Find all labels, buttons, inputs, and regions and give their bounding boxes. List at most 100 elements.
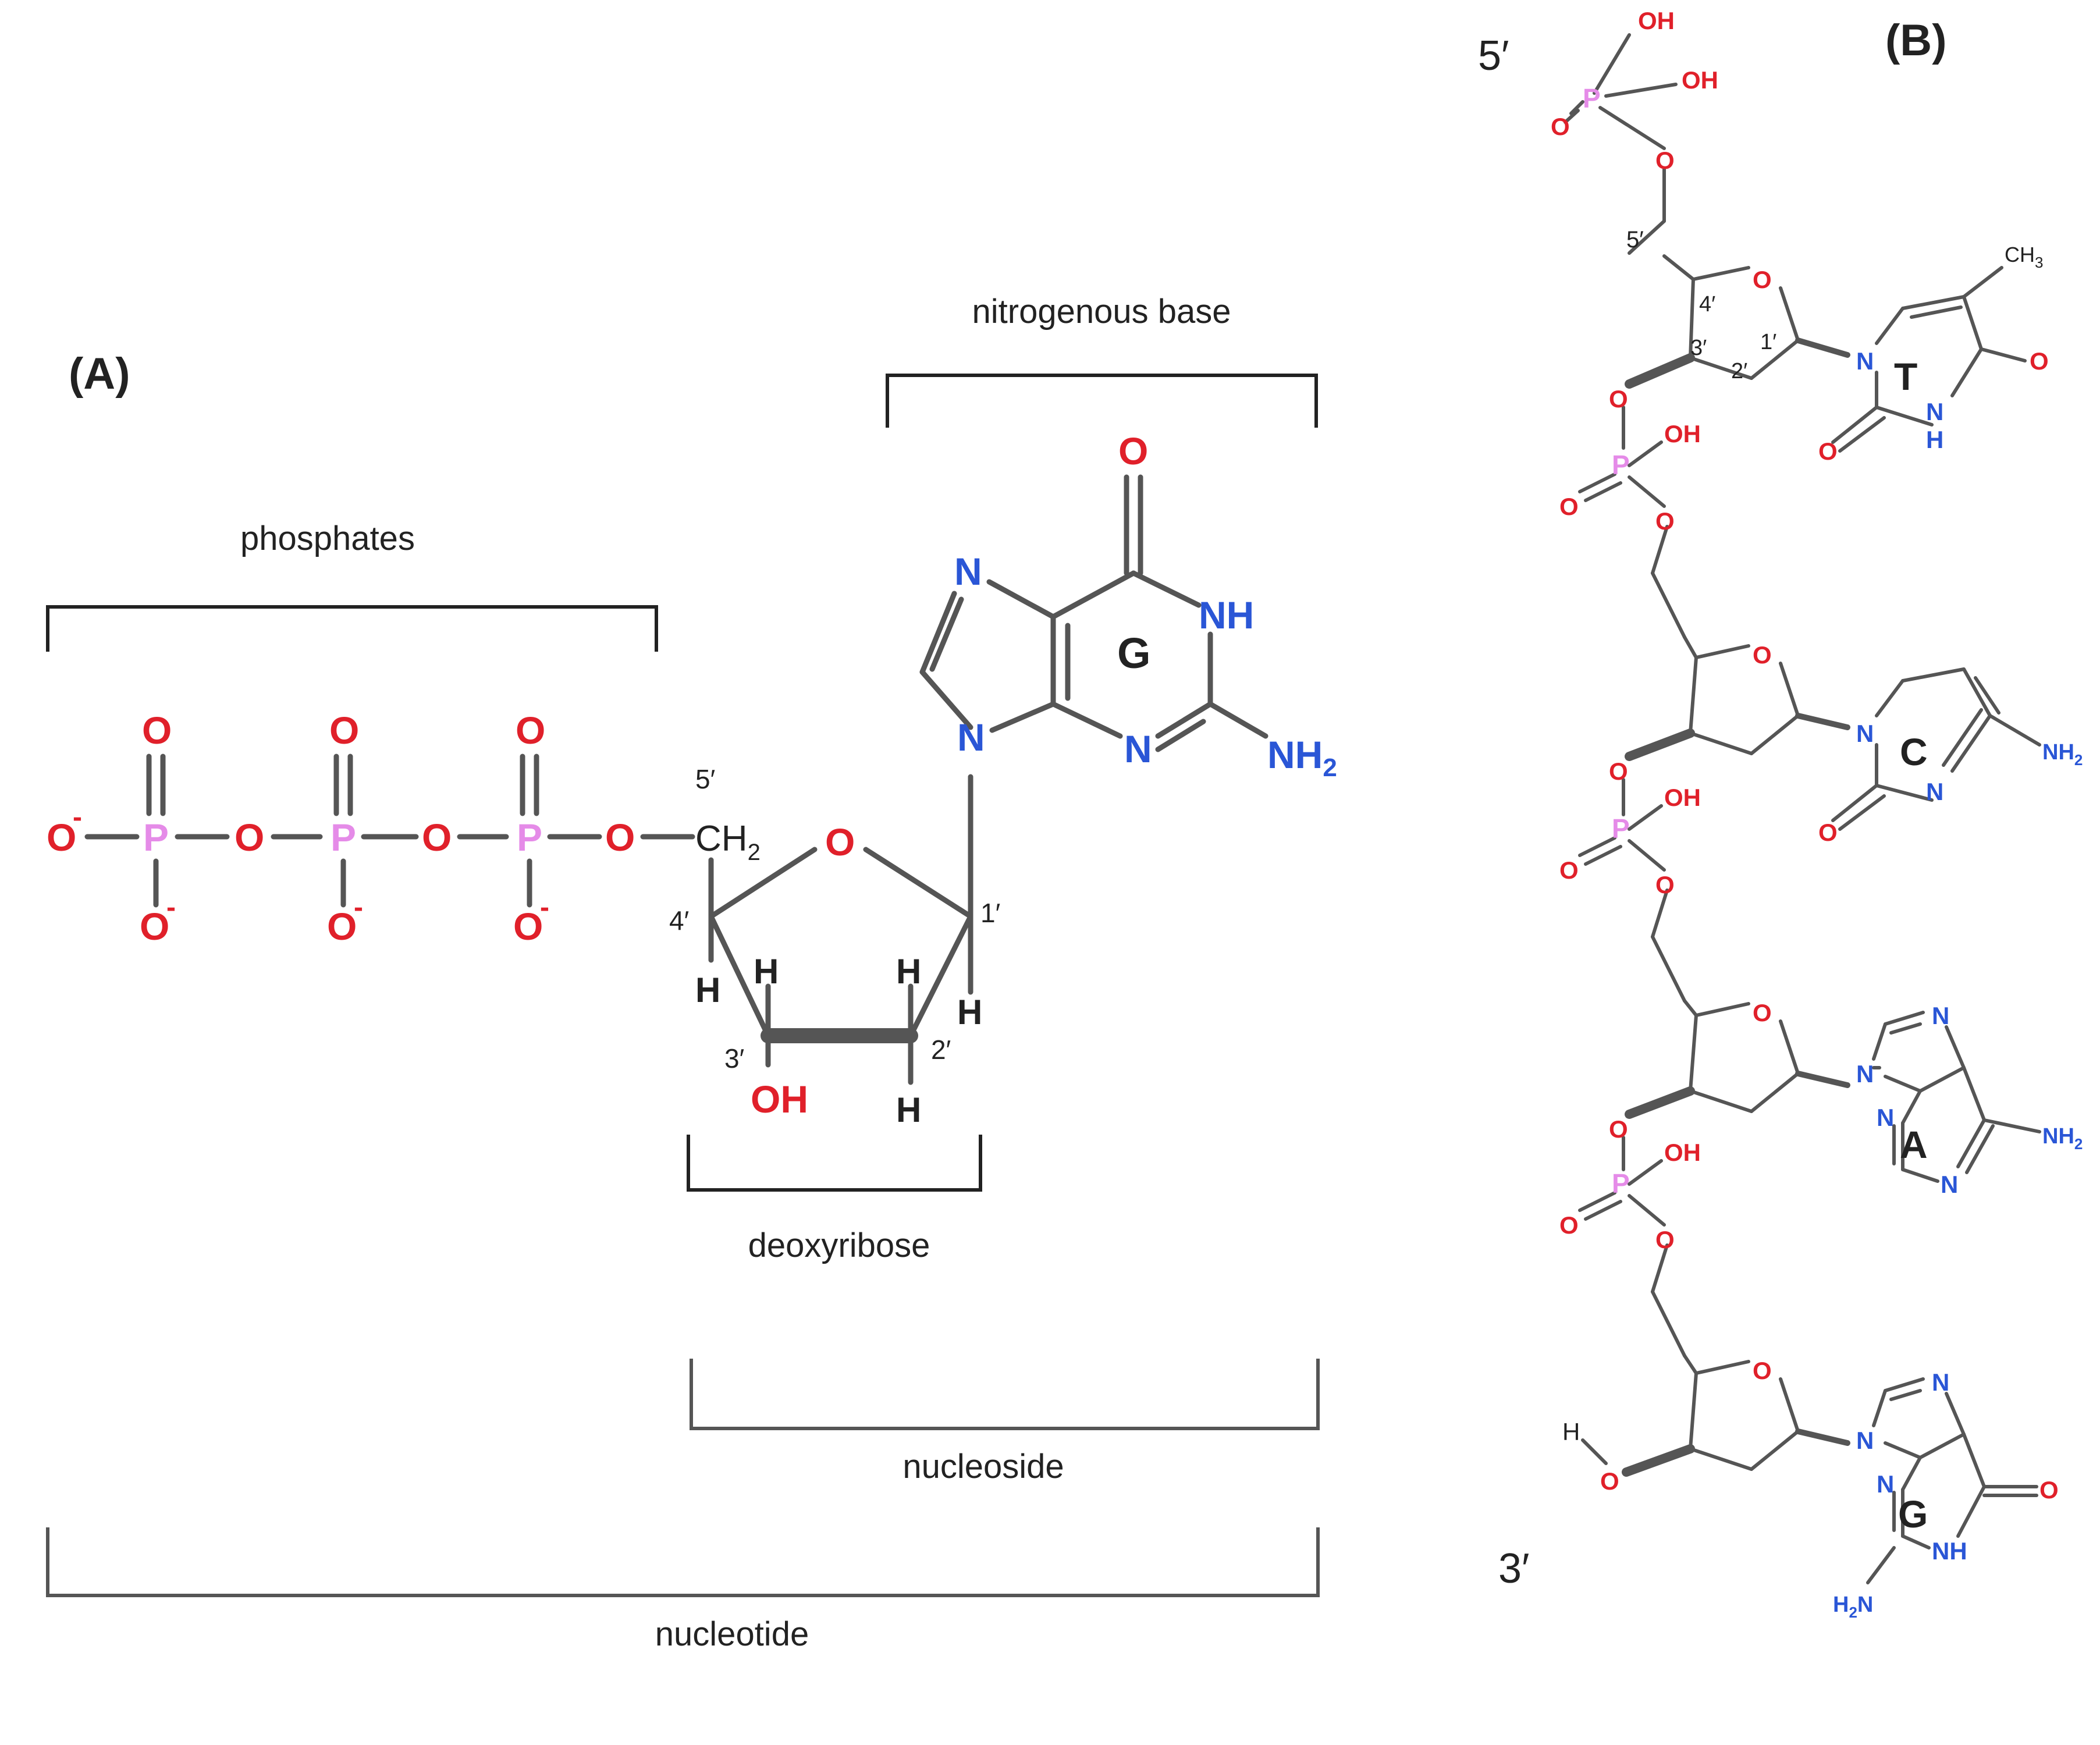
n7: N <box>954 550 982 593</box>
n1-h: NH <box>1199 593 1254 637</box>
a-n9: N <box>1856 1060 1874 1087</box>
nucleotide-label: nucleotide <box>655 1615 809 1653</box>
o-bridge-1: O <box>234 816 264 859</box>
o-double-2: O <box>329 709 359 752</box>
guanine-atoms: N N N NH O NH2 G <box>954 429 1337 782</box>
h-1prime: H <box>957 993 982 1032</box>
b-pos-4prime: 4′ <box>1699 292 1715 317</box>
h-2prime-down: H <box>896 1090 921 1129</box>
g-amino: H2N <box>1833 1593 1873 1621</box>
p-link-1: P <box>1612 450 1630 480</box>
p-link-2: P <box>1612 813 1630 844</box>
o-3prime-terminal: O <box>1600 1467 1619 1495</box>
terminal-phosphate: P OH OH O O 5′ <box>1551 7 1718 255</box>
o-bridge-2: O <box>422 816 452 859</box>
unit-t: O 4′ 3′ 2′ 1′ N N H O O CH3 T <box>1625 243 2049 465</box>
oh-link-2: OH <box>1664 784 1701 811</box>
o-link-2b: O <box>1655 871 1675 898</box>
ring-o-3: O <box>1753 999 1772 1026</box>
pos-2prime: 2′ <box>931 1035 951 1065</box>
pos-4prime: 4′ <box>669 905 689 936</box>
o-minus-3: O <box>513 905 543 948</box>
o-link-3a: O <box>1609 1115 1628 1143</box>
pos-3prime: 3′ <box>724 1043 744 1074</box>
ring-o-2: O <box>1753 641 1772 669</box>
t-o2: O <box>1818 438 1838 465</box>
panel-a-label: (A) <box>69 349 130 399</box>
o-link-1b: O <box>1655 507 1675 535</box>
t-n3-h-h: H <box>1926 426 1943 453</box>
p-link-3: P <box>1612 1168 1630 1199</box>
end-5prime: 5′ <box>1478 33 1509 79</box>
panel-b: (B) 5′ 3′ P OH OH O O 5′ <box>1478 7 2083 1621</box>
triphosphate-atoms: O - P O O - O P O O - O P O O - O <box>47 709 635 948</box>
h-3prime-terminal: H <box>1562 1418 1580 1445</box>
o-link-2a: O <box>1609 758 1628 785</box>
oh-terminal-2: OH <box>1682 66 1718 94</box>
nitrogenous-base-label: nitrogenous base <box>972 293 1231 330</box>
phosphate-linker-1: O P OH O O <box>1559 385 1701 639</box>
c-n3: N <box>1926 778 1943 805</box>
unit-a: O N N N N NH2 A <box>1625 999 2083 1198</box>
o-double-3: O <box>516 709 545 752</box>
t-n1: N <box>1856 347 1874 375</box>
nitrogenous-base-bracket: nitrogenous base <box>886 293 1318 428</box>
pos-1prime: 1′ <box>980 898 1000 928</box>
p-terminal: P <box>1583 83 1601 113</box>
a-n7: N <box>1932 1002 1949 1029</box>
o-minus-2: O <box>327 905 357 948</box>
minus-sign-1: - <box>166 892 176 923</box>
base-letter-t: T <box>1894 355 1917 398</box>
amino-group: NH2 <box>1267 733 1337 782</box>
o-double-link-1: O <box>1559 493 1579 520</box>
panel-a: (A) phosphates nitrogenous base deoxyrib… <box>46 293 1337 1653</box>
o-minus-1: O <box>140 905 169 948</box>
g-n7: N <box>1932 1369 1949 1396</box>
end-3prime: 3′ <box>1498 1545 1530 1592</box>
unit-c: O N N O NH2 C <box>1625 635 2083 846</box>
g-o6: O <box>2039 1476 2059 1504</box>
nucleotide-bracket: nucleotide <box>46 1527 1320 1653</box>
unit-g: O O H N N N NH O H2N G <box>1562 1354 2059 1621</box>
h-3prime: H <box>754 952 779 991</box>
b-pos-5prime: 5′ <box>1626 227 1644 253</box>
g-n1-h: NH <box>1932 1537 1967 1565</box>
pos-5prime: 5′ <box>695 764 715 794</box>
minus-sign-2: - <box>354 892 363 923</box>
ring-o-4: O <box>1753 1357 1772 1384</box>
phosphates-bracket: phosphates <box>46 520 658 652</box>
base-letter-g-b: G <box>1898 1492 1928 1536</box>
ring-oxygen: O <box>825 820 855 863</box>
o-double-link-2: O <box>1559 856 1579 884</box>
phosphates-label: phosphates <box>240 520 415 557</box>
t-o4: O <box>2030 347 2049 375</box>
ring-o-1: O <box>1753 266 1772 293</box>
triphosphate-bonds <box>84 754 695 908</box>
o-double-terminal: O <box>1551 113 1570 140</box>
o-link-1a: O <box>1609 385 1628 413</box>
p-middle: P <box>331 816 356 859</box>
deoxyribose-label: deoxyribose <box>748 1227 930 1264</box>
t-n3-h: N <box>1926 398 1943 425</box>
o6: O <box>1118 429 1148 472</box>
deoxyribose-bracket: deoxyribose <box>687 1135 982 1264</box>
a-amino: NH2 <box>2042 1124 2083 1153</box>
h-4prime: H <box>695 971 720 1010</box>
o-double-1: O <box>142 709 172 752</box>
oh-link-3: OH <box>1664 1139 1701 1166</box>
base-letter-a: A <box>1900 1123 1928 1166</box>
oh-terminal-1: OH <box>1638 7 1675 34</box>
oh-link-1: OH <box>1664 420 1701 447</box>
c-n1: N <box>1856 720 1874 747</box>
a-n1: N <box>1941 1171 1958 1198</box>
b-pos-1prime: 1′ <box>1760 330 1776 354</box>
g-n9: N <box>1856 1427 1874 1454</box>
o-double-link-3: O <box>1559 1211 1579 1239</box>
guanine-base <box>919 474 1268 752</box>
o-ester-terminal: O <box>1655 147 1675 174</box>
phosphate-linker-3: O P OH O O <box>1559 1115 1701 1357</box>
oh-3prime: OH <box>751 1078 808 1121</box>
c-o2: O <box>1818 819 1838 846</box>
h-2prime-up: H <box>896 952 921 991</box>
